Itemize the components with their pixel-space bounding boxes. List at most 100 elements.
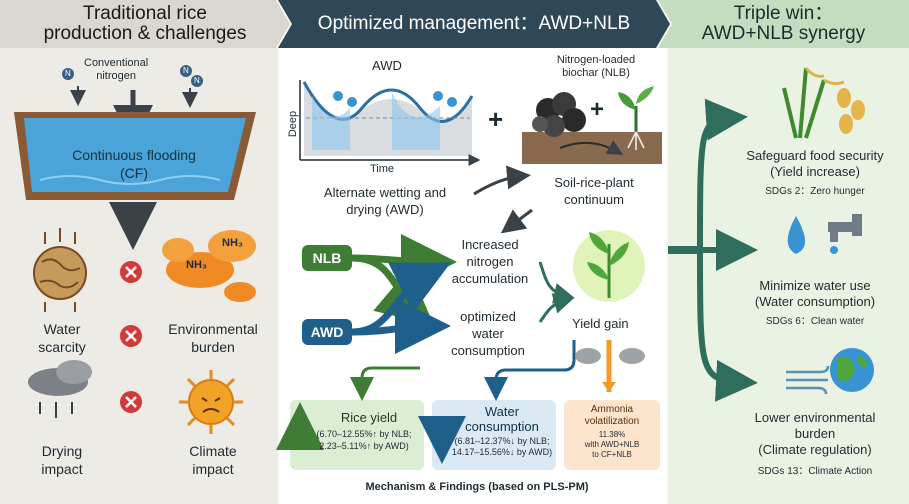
drying-impact-line1: Drying: [41, 443, 83, 459]
conventional-nitrogen-line2: nitrogen: [96, 70, 136, 82]
water-title-line2: consumption: [465, 419, 539, 434]
header-triple-win-line2: AWD+NLB synergy: [701, 23, 866, 44]
header-triple-win: Triple win： AWD+NLB synergy: [658, 0, 909, 48]
findings-footer: Mechanism & Findings (based on PLS-PM): [365, 481, 589, 493]
rain-cloud-icon: [28, 360, 92, 418]
increased-nitrogen-line2: nitrogen: [466, 254, 514, 269]
continuum-line1: Soil-rice-plant: [554, 175, 634, 190]
environmental-burden-line2: burden: [191, 339, 235, 355]
water-drop-icon: [787, 216, 806, 254]
drying-impact-label: Drying impact: [22, 442, 102, 478]
red-x-icon: [120, 261, 142, 283]
lower-burden-line1: Lower environmental: [754, 410, 876, 425]
grey-cloud-icon: [575, 348, 645, 364]
ammonia-cloud-icon: [162, 230, 256, 302]
axis-y-label: Deep: [287, 110, 300, 138]
rice-yield-detail-line1: (6.70–12.55%↑ by NLB;: [316, 429, 412, 439]
lower-burden-line2: burden: [794, 426, 836, 441]
header-optimized: Optimized management：AWD+NLB: [278, 0, 670, 48]
flooding-label: Continuous flooding (CF): [54, 146, 214, 182]
arrow-to-continuum: [473, 165, 531, 196]
environmental-burden-title: Lower environmental burden (Climate regu…: [720, 410, 909, 458]
branch-arrows: [668, 98, 758, 402]
header-traditional-line1: Traditional rice: [83, 3, 207, 24]
drying-impact-line2: impact: [41, 461, 83, 477]
ammonia-box: [564, 400, 660, 470]
water-scarcity-label: Water scarcity: [22, 320, 102, 356]
water-use-line1: Minimize water use: [759, 278, 871, 293]
axis-x-label: Time: [370, 163, 395, 175]
water-to-yield-arrow: [538, 293, 575, 323]
ammonia-detail-line3: to CF+NLB: [592, 450, 632, 459]
nlb-badge: NLB: [302, 245, 352, 271]
nlb-title: Nitrogen-loaded biochar (NLB): [536, 54, 656, 80]
header-optimized-text: Optimized management：AWD+NLB: [317, 13, 631, 34]
arrow-to-mechanism: [500, 208, 533, 234]
plus-sign: +: [590, 96, 604, 123]
awd-caption-line2: drying (AWD): [346, 202, 424, 217]
earth-globe-icon: [830, 348, 874, 392]
optimized-water-line3: consumption: [451, 343, 525, 358]
plus-sign: +: [488, 104, 503, 134]
hot-sun-icon: [179, 370, 243, 434]
flooding-line1: Continuous flooding: [72, 147, 196, 163]
optimized-water-label: optimized water consumption: [438, 308, 538, 359]
biochar-icon: [522, 92, 662, 164]
ammonia-title-line1: Ammonia: [590, 404, 634, 415]
continuum-label: Soil-rice-plant continuum: [534, 174, 654, 208]
seedling-icon: [618, 86, 654, 150]
water-use-title: Minimize water use (Water consumption): [720, 278, 909, 310]
ammonia-title: Ammonia volatilization: [566, 404, 658, 428]
n-symbol-label: N: [65, 69, 71, 78]
optimized-water-line1: optimized: [460, 309, 516, 324]
environmental-burden-line1: Environmental: [168, 321, 258, 337]
header-traditional-line2: production & challenges: [43, 23, 247, 44]
rice-plant-icon: [782, 67, 865, 139]
ammonia-title-line2: volatilization: [584, 416, 640, 427]
conventional-nitrogen-label: Conventional nitrogen: [84, 57, 148, 83]
wind-icon: [786, 365, 830, 395]
environmental-burden-label: Environmental burden: [158, 320, 268, 356]
increased-nitrogen-line3: accumulation: [451, 271, 529, 286]
continuum-line2: continuum: [564, 192, 624, 207]
increased-nitrogen-line1: Increased: [461, 237, 519, 252]
conventional-nitrogen-line1: Conventional: [84, 57, 149, 69]
to-rice-yield-arrow: [350, 366, 420, 401]
nlb-title-line2: biochar (NLB): [562, 67, 630, 79]
flooding-line2: (CF): [120, 165, 148, 181]
flooded-field-icon: [14, 112, 256, 200]
red-x-icon: [120, 325, 142, 347]
yield-gain-label: Yield gain: [572, 316, 629, 331]
rice-yield-title: Rice yield: [340, 410, 398, 425]
rice-yield-detail: (6.70–12.55%↑ by NLB; 2.23–5.11%↑ by AWD…: [304, 428, 424, 452]
climate-impact-line2: impact: [192, 461, 234, 477]
water-detail-line1: (6.81–12.37%↓ by NLB;: [454, 436, 550, 446]
lower-burden-line3: (Climate regulation): [758, 442, 872, 457]
water-use-line2: (Water consumption): [754, 294, 876, 309]
nlb-title-line1: Nitrogen-loaded: [556, 54, 636, 66]
sdg-2-label: SDGs 2：Zero hunger: [765, 186, 865, 197]
ammonia-detail-line2: with AWD+NLB: [584, 440, 640, 449]
nh3-label: NH₃: [186, 259, 207, 271]
water-title: Water consumption: [454, 404, 550, 434]
to-water-arrow: [484, 340, 576, 401]
food-security-line1: Safeguard food security: [746, 148, 884, 163]
awd-title: AWD: [372, 58, 402, 73]
ammonia-detail: 11.38% with AWD+NLB to CF+NLB: [566, 430, 658, 460]
sprout-glow-icon: [573, 230, 645, 302]
n-symbol-label: N: [194, 76, 200, 85]
sdg-13-label: SDGs 13：Climate Action: [757, 466, 873, 477]
awd-caption: Alternate wetting and drying (AWD): [300, 184, 470, 218]
nlb-to-nitrogen-arrow: [351, 233, 457, 290]
water-scarcity-line1: Water: [43, 321, 81, 337]
nitrogen-drops: [62, 65, 203, 145]
n-symbol-label: N: [183, 66, 189, 75]
food-security-title: Safeguard food security (Yield increase): [720, 148, 909, 180]
water-scarcity-line2: scarcity: [38, 339, 86, 355]
nh3-label: NH₃: [222, 237, 243, 249]
climate-impact-label: Climate impact: [168, 442, 258, 478]
awd-wave-chart: [299, 80, 481, 166]
dry-globe-icon: [33, 228, 87, 312]
